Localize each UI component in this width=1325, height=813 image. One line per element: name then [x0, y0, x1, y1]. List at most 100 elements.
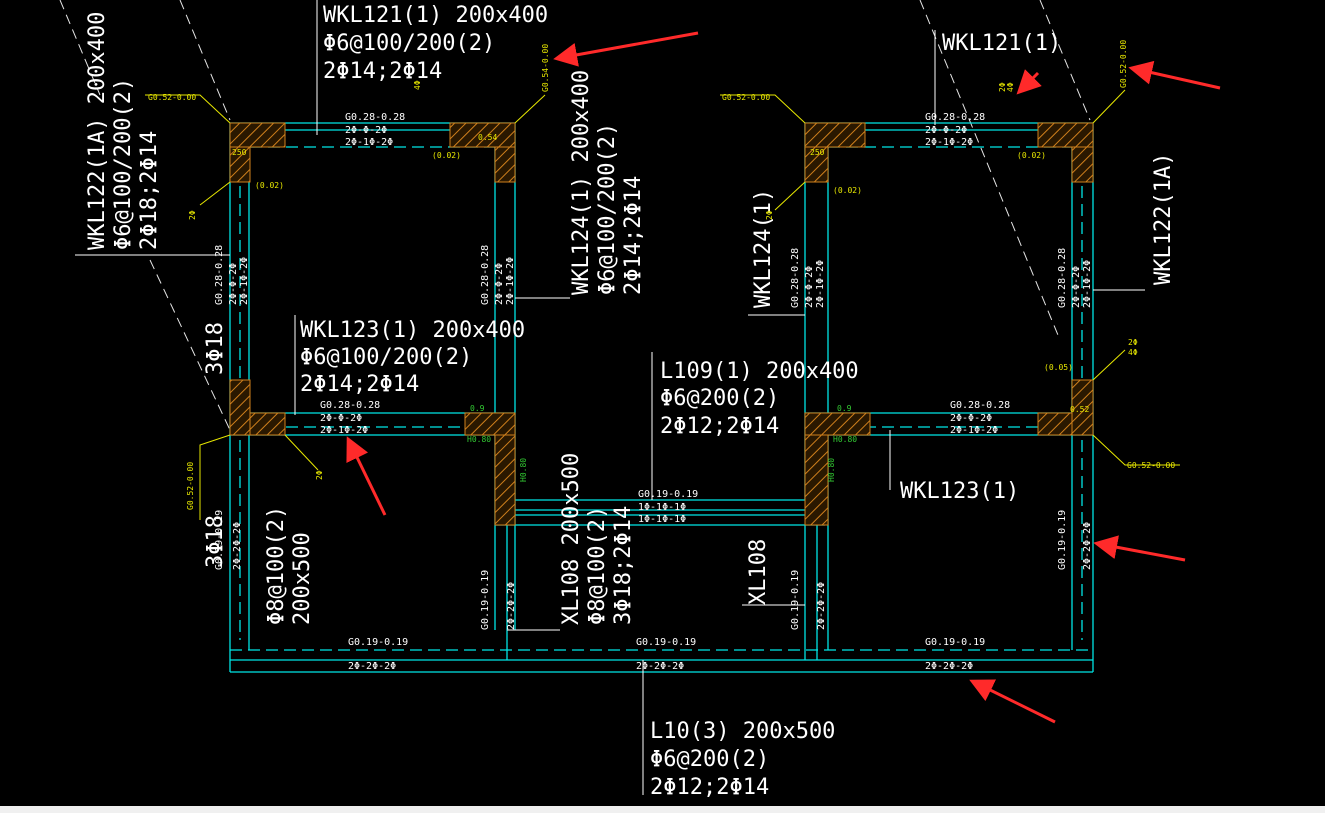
red-arrows [346, 31, 1221, 724]
small-label: 1Φ-1Φ-1Φ [638, 514, 686, 525]
column-mid-center-v [494, 434, 516, 526]
offset-label: (0.02) [432, 151, 461, 160]
annotation-line: Φ8@100(2) [264, 506, 289, 625]
green-value: H0.80 [467, 435, 491, 444]
annotation-line: Φ6@100/200(2) [111, 78, 136, 250]
annotation-left-bar-bottom: 3Φ18 [203, 515, 228, 568]
yellow-leaders [145, 89, 1180, 520]
small-label: 2Φ-Φ-2Φ [925, 125, 967, 136]
arrow-2 [1128, 60, 1221, 90]
small-label: G0.19-0.19 [790, 570, 801, 630]
annotation-line: 3Φ18;2Φ14 [611, 506, 636, 625]
small-label: 2Φ-Φ-2Φ [345, 125, 387, 136]
green-value: H0.80 [827, 458, 836, 482]
annotation-line: WKL121(1) 200x400 [323, 3, 548, 28]
column-mid-right-h [1037, 412, 1073, 436]
annotation-xl108: XL108 200x500 Φ8@100(2) 3Φ18;2Φ14 [559, 453, 636, 625]
green-value: 0.9 [837, 404, 852, 413]
small-label: G0.19-0.19 [214, 510, 225, 570]
annotation-line: Φ6@200(2) [660, 386, 779, 411]
small-label: 2Φ-2Φ-2Φ [348, 661, 396, 672]
elevation-label: G0.52-0.00 [186, 462, 195, 510]
offset-label: (0.05) [1044, 363, 1073, 372]
elevation-label: G0.52-0.00 [148, 93, 196, 102]
annotation-wkl124-right: WKL124(1) [751, 189, 776, 308]
column-top-left [229, 122, 286, 148]
small-label: 2Φ-1Φ-2Φ [950, 425, 998, 436]
column-mid-left-h [249, 412, 286, 436]
annotation-line: Φ6@100/200(2) [300, 345, 472, 370]
small-label: G0.19-0.19 [636, 637, 696, 648]
columns [229, 122, 1094, 526]
column-top-right-left [804, 122, 866, 148]
annotation-line: WKL123(1) 200x400 [300, 318, 525, 343]
column-top-left-v [229, 146, 251, 183]
small-label: 2Φ-1Φ-2Φ [320, 425, 368, 436]
small-label: G0.28-0.28 [925, 112, 985, 123]
green-value: H0.80 [519, 458, 528, 482]
elevation-label: G0.52-0.00 [1127, 461, 1175, 470]
annotation-line: 2Φ18;2Φ14 [137, 131, 162, 250]
arrow-5 [1093, 535, 1186, 562]
small-label: 2Φ-2Φ-2Φ [816, 582, 827, 630]
annotation-line: L109(1) 200x400 [660, 359, 859, 384]
rebar-mark: 2Φ [998, 82, 1007, 92]
small-label: G0.28-0.28 [320, 400, 380, 411]
rebar-mark: 2Φ [765, 210, 774, 220]
small-label: G0.28-0.28 [790, 248, 801, 308]
small-label: G0.28-0.28 [480, 245, 491, 305]
column-mid-right-center-v [804, 434, 829, 526]
small-label: G0.28-0.28 [214, 245, 225, 305]
annotation-wkl123-right: WKL123(1) [900, 479, 1019, 504]
annotation-wkl124-mid: WKL124(1) 200x400 Φ6@100/200(2) 2Φ14;2Φ1… [569, 70, 646, 295]
offset-label: (0.02) [255, 181, 284, 190]
small-label: 2Φ-1Φ-2Φ [505, 257, 516, 305]
annotation-line: 200x500 [290, 532, 315, 625]
annotation-line: Φ6@100/200(2) [595, 123, 620, 295]
small-label: G0.19-0.19 [348, 637, 408, 648]
annotation-line: Φ6@200(2) [650, 747, 769, 772]
elevation-label: G0.52-0.00 [1119, 40, 1128, 88]
small-label: 2Φ-Φ-2Φ [804, 266, 815, 308]
annotation-wkl123-left: WKL123(1) 200x400 Φ6@100/200(2) 2Φ14;2Φ1… [300, 318, 525, 397]
small-label: 2Φ-2Φ-2Φ [506, 582, 517, 630]
small-label: 2Φ-1Φ-2Φ [345, 137, 393, 148]
column-mid-right [1071, 379, 1094, 436]
small-beam-labels: G0.28-0.28 2Φ-Φ-2Φ 2Φ-1Φ-2Φ G0.28-0.28 2… [214, 112, 1093, 672]
small-label: 2Φ-Φ-2Φ [228, 263, 239, 305]
rebar-mark: 2Φ [315, 470, 324, 480]
annotation-wkl122-right: WKL122(1A) [1151, 153, 1176, 285]
column-top-mid [449, 122, 516, 148]
annotation-line: 2Φ12;2Φ14 [660, 414, 779, 439]
annotation-line: WKL122(1A) 200x400 [85, 12, 110, 250]
elevation-label: G0.54-0.00 [541, 44, 550, 92]
rebar-mark: 2Φ [1128, 338, 1138, 347]
small-label: 2Φ-Φ-2Φ [950, 413, 992, 424]
small-label: 2Φ-1Φ-2Φ [815, 260, 826, 308]
annotation-line: Φ6@100/200(2) [323, 31, 495, 56]
annotation-line: 2Φ14;2Φ14 [621, 176, 646, 295]
value-label: 250 [232, 148, 247, 157]
annotation-wkl122-left: WKL122(1A) 200x400 Φ6@100/200(2) 2Φ18;2Φ… [85, 12, 162, 250]
column-mid-right-center [804, 412, 871, 436]
small-label: 2Φ-2Φ-2Φ [232, 522, 243, 570]
annotation-line: 2Φ12;2Φ14 [650, 775, 769, 800]
annotation-left-bar-top: 3Φ18 [203, 322, 228, 375]
elevation-label: G0.52-0.00 [722, 93, 770, 102]
annotation-wkl121-top: WKL121(1) 200x400 Φ6@100/200(2) 2Φ14;2Φ1… [323, 3, 548, 84]
small-label: G0.28-0.28 [345, 112, 405, 123]
yellow-labels: G0.52-0.00 G0.52-0.00 G0.54-0.00 G0.52-0… [148, 40, 1175, 510]
diagonal-guide-lines [59, 0, 1091, 431]
small-label: 1Φ-1Φ-1Φ [638, 502, 686, 513]
small-label: G0.19-0.19 [638, 489, 698, 500]
value-label: 250 [810, 148, 825, 157]
small-label: G0.19-0.19 [480, 570, 491, 630]
annotation-line: L10(3) 200x500 [650, 719, 835, 744]
small-label: 2Φ-2Φ-2Φ [636, 661, 684, 672]
annotation-xl108-right: XL108 [746, 539, 771, 605]
small-label: 2Φ-Φ-2Φ [1071, 266, 1082, 308]
arrow-6 [969, 679, 1056, 724]
value-label: 0.54 [478, 133, 497, 142]
value-label: 0.52 [1070, 405, 1089, 414]
small-label: 2Φ-2Φ-2Φ [925, 661, 973, 672]
